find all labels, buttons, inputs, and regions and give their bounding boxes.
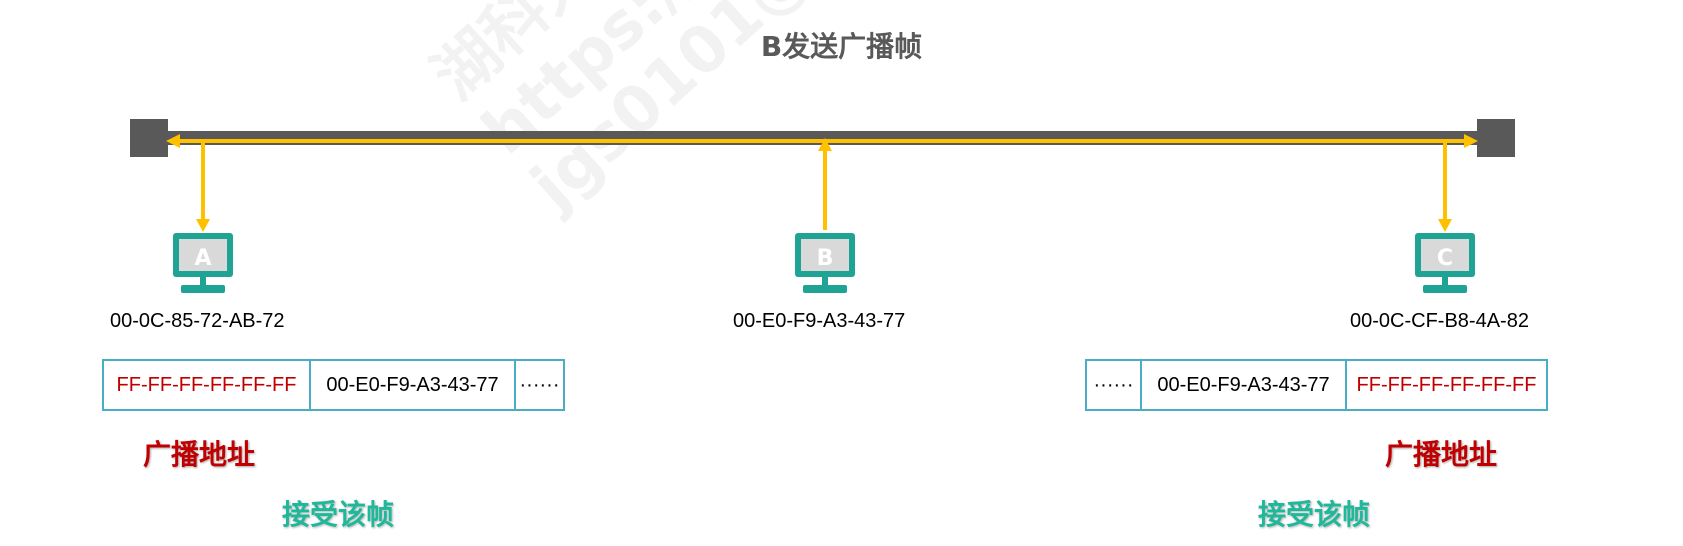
computer-icon: B (795, 233, 855, 293)
mac-address-a: 00-0C-85-72-AB-72 (110, 310, 285, 332)
frame-rest: ······ (1093, 373, 1134, 396)
computer-icon: C (1415, 233, 1475, 293)
arrowhead-up-b (818, 138, 832, 151)
svg-text:A: A (194, 246, 211, 271)
frame-at-c: ······ 00-E0-F9-A3-43-77 FF-FF-FF-FF-FF-… (1085, 359, 1548, 411)
diagram-title: B发送广播帧 (760, 30, 923, 63)
broadcast-address-label-a: 广播地址 (143, 438, 256, 471)
svg-text:B: B (817, 246, 834, 271)
mac-address-b: 00-E0-F9-A3-43-77 (733, 310, 906, 332)
frame-dest-address: FF-FF-FF-FF-FF-FF (116, 373, 297, 396)
arrowhead-right (1464, 134, 1478, 148)
arrowhead-down-a (196, 219, 210, 232)
accept-frame-label-c: 接受该帧 (1258, 498, 1371, 531)
accept-frame-label-a: 接受该帧 (282, 498, 395, 531)
arrowhead-down-c (1438, 219, 1452, 232)
svg-text:C: C (1437, 246, 1453, 271)
computer-b[interactable]: B (785, 230, 865, 298)
frame-source-address: 00-E0-F9-A3-43-77 (1140, 361, 1345, 409)
frame-dest-address: FF-FF-FF-FF-FF-FF (1345, 361, 1546, 409)
bus-terminator-left (130, 119, 168, 157)
frame-source-address: 00-E0-F9-A3-43-77 (309, 361, 514, 409)
computer-a[interactable]: A (163, 230, 243, 298)
mac-address-c: 00-0C-CF-B8-4A-82 (1350, 310, 1529, 332)
computer-icon: A (173, 233, 233, 293)
frame-at-a: FF-FF-FF-FF-FF-FF 00-E0-F9-A3-43-77 ····… (102, 359, 565, 411)
computer-c[interactable]: C (1405, 230, 1485, 298)
bus-terminator-right (1477, 119, 1515, 157)
arrowhead-left (166, 134, 180, 148)
frame-rest: ······ (514, 361, 563, 409)
broadcast-address-label-c: 广播地址 (1385, 438, 1498, 471)
